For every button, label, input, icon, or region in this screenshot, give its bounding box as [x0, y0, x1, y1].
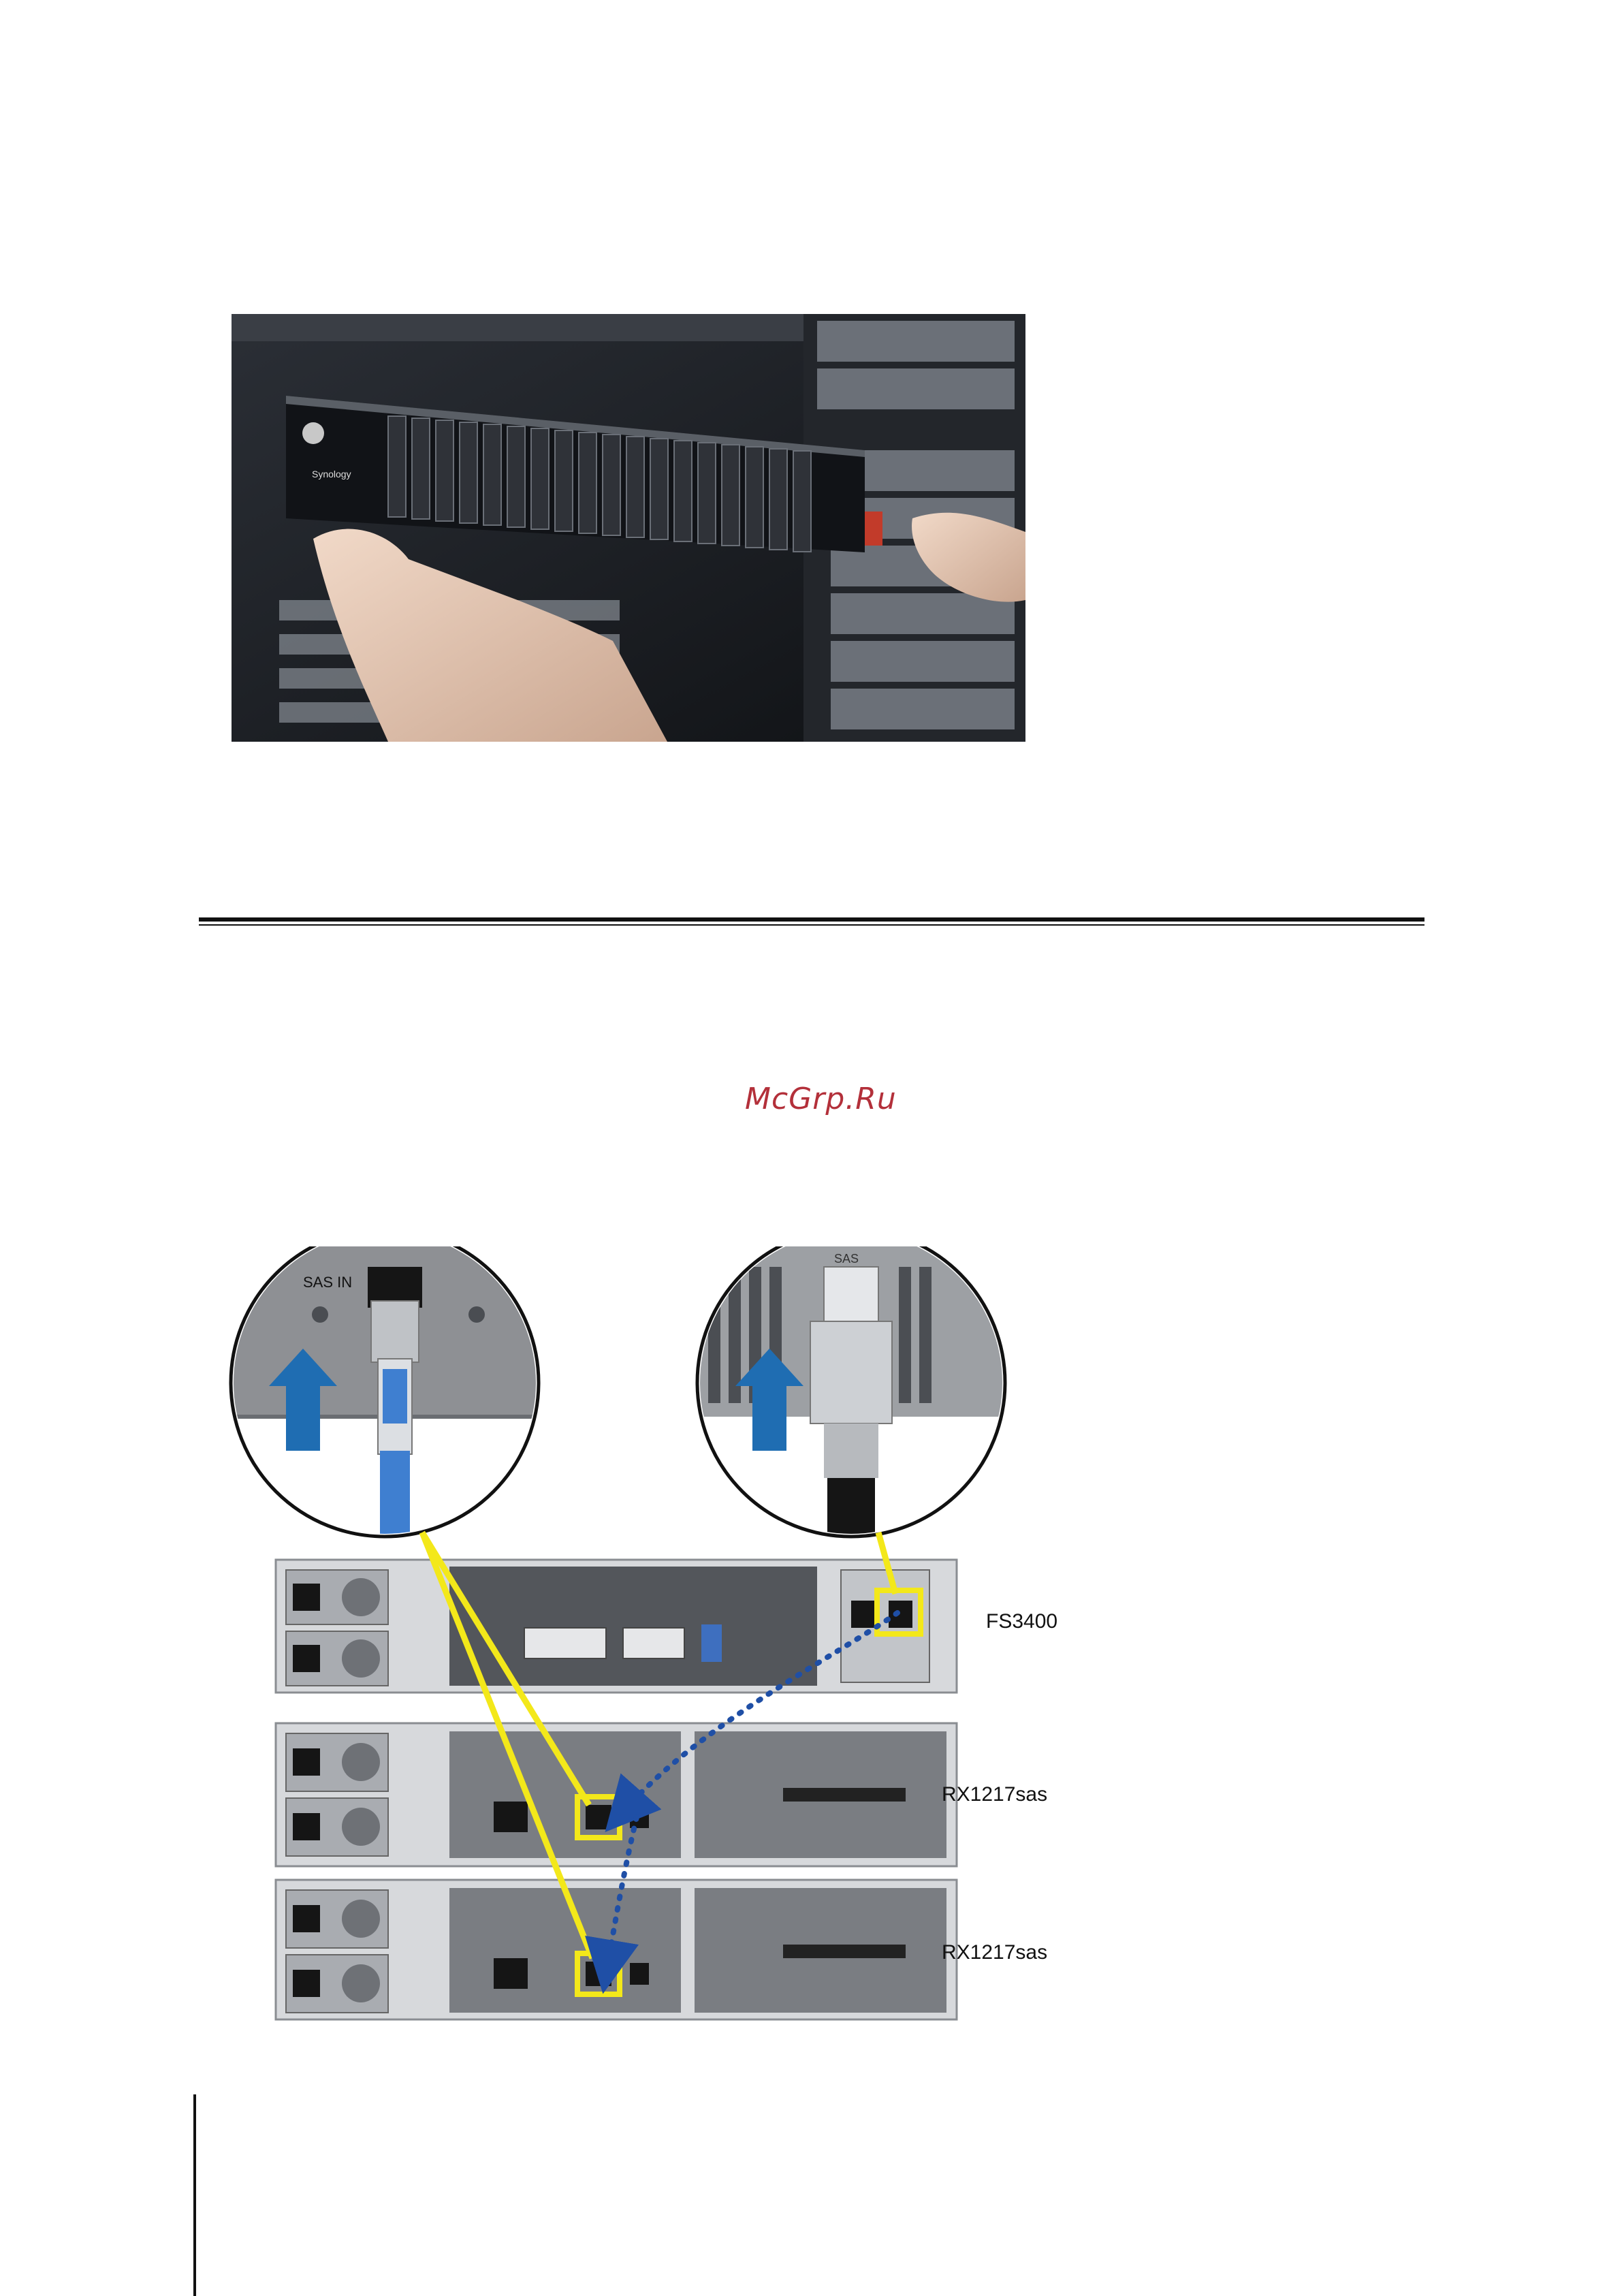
device-rx1217sas-1	[276, 1723, 957, 1866]
sas-out-zoom: SAS	[697, 1246, 1005, 1553]
page-margin-rule	[193, 2094, 196, 2296]
device-label-rx1217sas-1: RX1217sas	[942, 1783, 1047, 1806]
watermark: McGrp.Ru	[745, 1082, 897, 1116]
rack-photo-illustration: Synology	[232, 314, 1025, 742]
sas-in-label: SAS IN	[303, 1274, 352, 1291]
device-label-rx1217sas-2: RX1217sas	[942, 1941, 1047, 1964]
sas-cabling-diagram: SAS IN	[225, 1246, 1110, 2030]
section-divider-thick	[199, 917, 1424, 922]
sas-in-zoom: SAS IN	[225, 1246, 545, 1553]
rack-installation-photo: Synology	[232, 314, 1025, 742]
cabling-illustration: SAS IN	[225, 1246, 1110, 2030]
device-rx1217sas-2	[276, 1880, 957, 2019]
section-divider-thin	[199, 924, 1424, 926]
sas-out-label: SAS	[834, 1252, 859, 1265]
photo-brand: Synology	[312, 469, 351, 479]
device-label-fs3400: FS3400	[986, 1610, 1057, 1633]
device-fs3400	[276, 1560, 957, 1693]
